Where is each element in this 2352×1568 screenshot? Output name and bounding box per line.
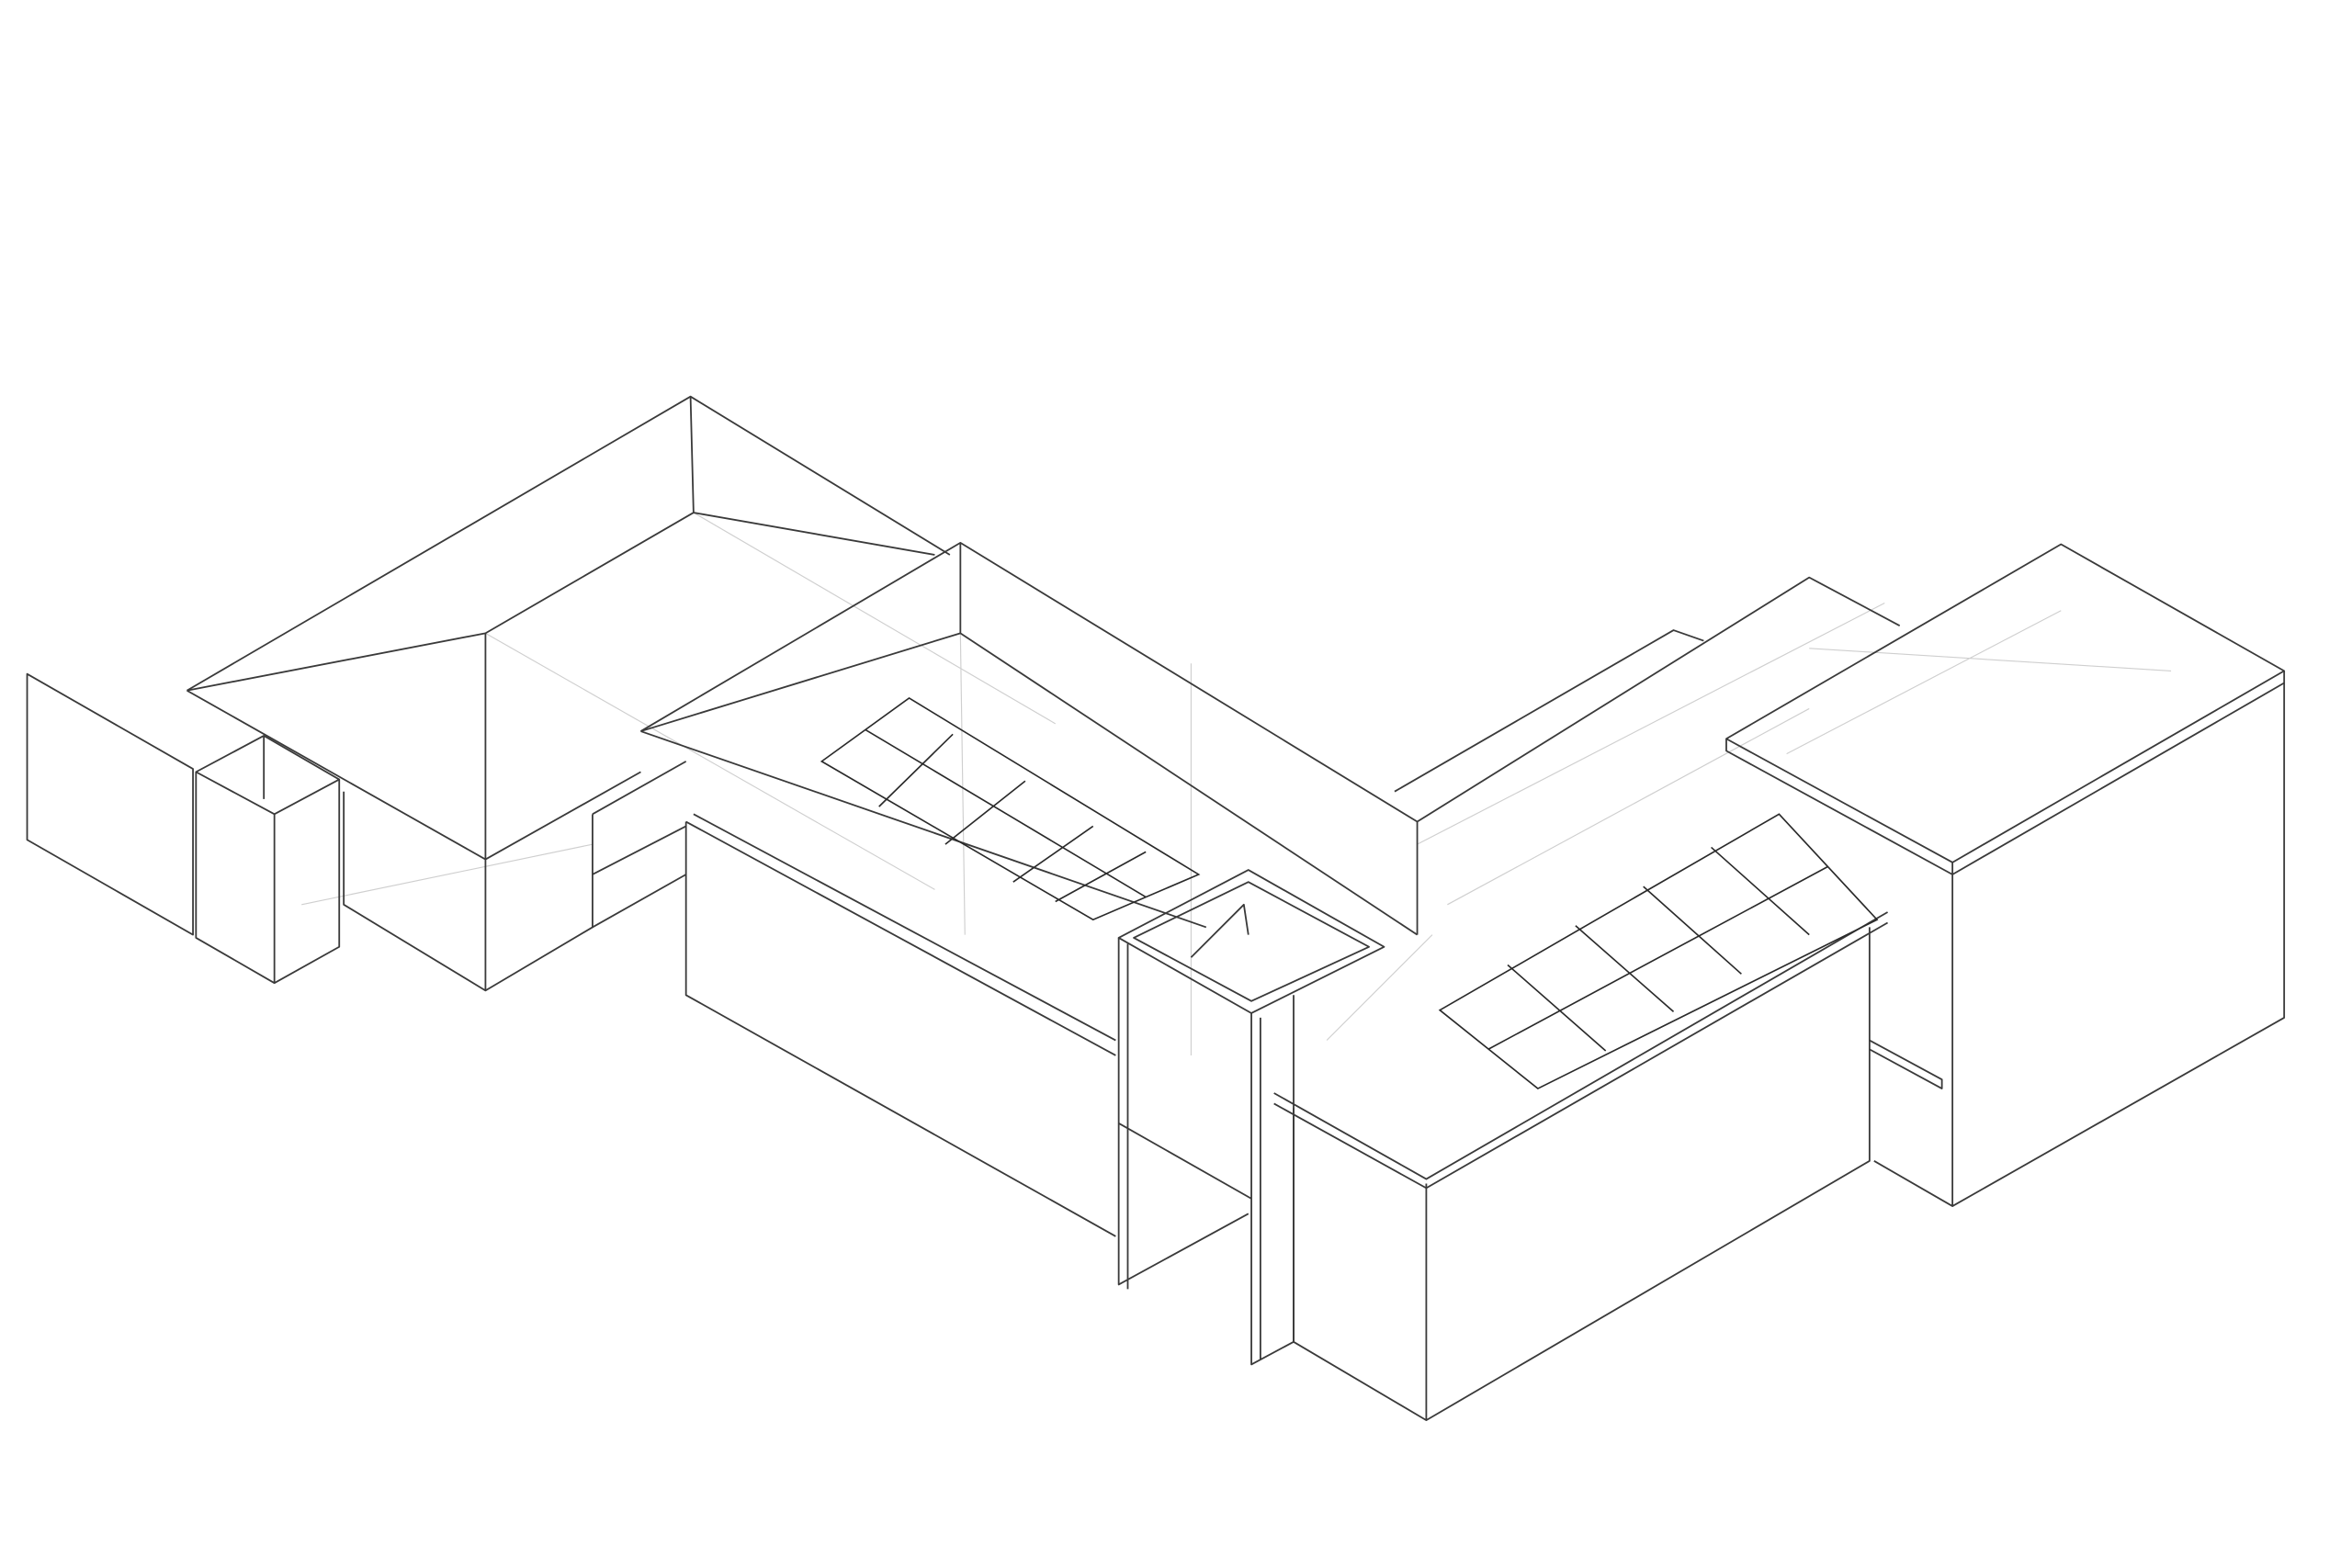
right-wing xyxy=(1273,576,1901,1422)
left-wing-walls xyxy=(343,791,594,992)
middle-roof-hips xyxy=(640,542,1419,936)
solar-panel-array-left xyxy=(820,696,1201,921)
right-box-top xyxy=(1725,543,2286,875)
construction-line xyxy=(301,512,2172,1055)
column-faces xyxy=(1117,937,1295,1366)
middle-wing xyxy=(639,541,1419,1237)
middle-wall xyxy=(684,813,1116,1237)
middle-roof-outline xyxy=(639,541,1419,929)
solar-panel-array-right xyxy=(1438,813,1879,1090)
column-top xyxy=(1117,869,1385,1014)
solar-panel-grid xyxy=(865,728,1147,903)
small-box xyxy=(195,735,341,985)
left-roof-outline xyxy=(187,395,951,861)
right-box xyxy=(1725,543,2286,1207)
solar-panel-grid xyxy=(1487,846,1828,1052)
right-wing-eave xyxy=(1273,911,1889,1190)
left-roof-hips xyxy=(187,396,935,860)
left-wing xyxy=(187,395,951,992)
right-wing-roof-back xyxy=(1394,576,1901,823)
small-box-top xyxy=(195,735,340,799)
construction-lines xyxy=(301,512,2172,1055)
connector-wall xyxy=(592,761,687,929)
left-wall-panel xyxy=(26,672,194,936)
tall-column xyxy=(1117,869,1385,1366)
column-inner xyxy=(1190,903,1250,958)
right-box-ledge xyxy=(1869,1039,1943,1089)
small-box-front xyxy=(195,771,276,985)
solar-panel-frame xyxy=(820,696,1201,921)
small-box-side xyxy=(274,778,341,984)
right-wing-walls xyxy=(1293,927,1871,1422)
right-box-faces xyxy=(1873,671,2286,1207)
solar-panel-frame xyxy=(1438,813,1879,1090)
